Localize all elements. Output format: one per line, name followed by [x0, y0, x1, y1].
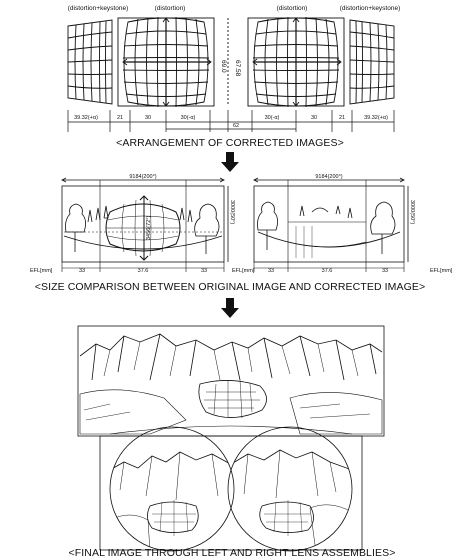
- height-label-left: 69.0: [220, 60, 227, 73]
- efl-label-left: EFL[mm]: [30, 268, 53, 274]
- corrected-barrel-left: [105, 203, 181, 252]
- dim-label: 21: [339, 115, 345, 121]
- axis-cross-right: [254, 18, 340, 106]
- efl-label-mid: EFL[mm]: [232, 268, 255, 274]
- down-arrow-icon: [221, 152, 239, 172]
- label-distortion-keystone-left: (distortion+keystone): [68, 5, 129, 12]
- caption-final-image: <FINAL IMAGE THROUGH LEFT AND RIGHT LENS…: [69, 547, 396, 559]
- efl-value: 33: [268, 268, 274, 274]
- label-distortion-right: (distortion): [277, 5, 308, 12]
- efl-value: 37.6: [322, 268, 333, 274]
- arrowheads-left: [122, 17, 212, 107]
- total-dim-label: 62: [233, 123, 239, 129]
- down-arrow-icon: [221, 298, 239, 318]
- axis-cross-left: [124, 18, 210, 106]
- dim-label: 21: [117, 115, 123, 121]
- width-label-left: 9184(200°): [129, 174, 156, 180]
- efl-value: 33: [382, 268, 388, 274]
- final-image-section: [77, 325, 385, 552]
- dimension-lines: [67, 110, 395, 132]
- lens-output-frame: [99, 435, 363, 551]
- efl-value: 33: [201, 268, 207, 274]
- arrowheads-right: [252, 17, 342, 107]
- original-frame-right: [253, 185, 405, 263]
- original-frame-left: [61, 185, 225, 263]
- dim-label: 30(-α): [265, 115, 280, 121]
- height-label-right: 67.58: [234, 60, 241, 77]
- dim-label: 39.32(+α): [364, 115, 388, 121]
- keystone-grid-left: [67, 19, 113, 105]
- label-distortion-keystone-right: (distortion+keystone): [340, 5, 401, 12]
- trees-left: [65, 203, 220, 254]
- left-lens-image: [110, 451, 234, 551]
- keystone-grid-right: [349, 19, 395, 105]
- label-distortion-left: (distortion): [155, 5, 186, 12]
- efl-value: 37.6: [138, 268, 149, 274]
- size-comparison-section: 9184(200°) 3456(72°) 3000(50°) 9184(200°…: [61, 174, 415, 272]
- height-label-left-panel: 3000(50°): [229, 200, 235, 224]
- dim-label: 39.32(+α): [74, 115, 98, 121]
- width-label-right: 9184(200°): [315, 174, 342, 180]
- caption-size-comparison: <SIZE COMPARISON BETWEEN ORIGINAL IMAGE …: [35, 281, 425, 293]
- dim-label: 30(-α): [181, 115, 196, 121]
- right-lens-circle: [227, 426, 353, 552]
- trees-right: [257, 201, 396, 254]
- inner-height-label: 3456(72°): [146, 216, 152, 240]
- dim-label: 30: [311, 115, 317, 121]
- caption-arrangement: <ARRANGEMENT OF CORRECTED IMAGES>: [116, 137, 344, 149]
- right-lens-image: [228, 449, 352, 551]
- arrangement-section: (distortion+keystone) (distortion) (dist…: [67, 5, 401, 132]
- dim-label: 30: [145, 115, 151, 121]
- efl-value: 33: [79, 268, 85, 274]
- height-label-right-panel: 3000(50°): [409, 200, 415, 224]
- efl-label-right: EFL[mm]: [430, 268, 453, 274]
- left-lens-circle: [109, 426, 235, 552]
- mountain-panorama: [79, 333, 383, 435]
